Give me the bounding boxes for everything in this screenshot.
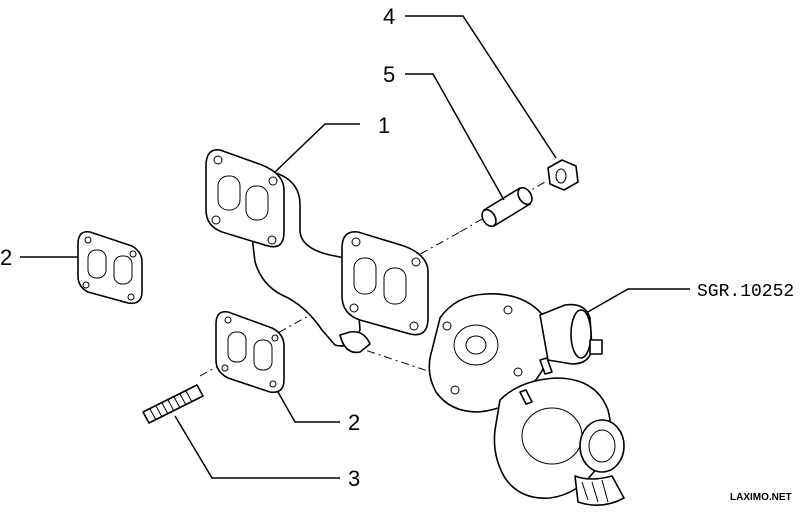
- stud: [142, 384, 204, 424]
- callout-2-left: 2: [0, 245, 12, 270]
- leader-lines: [20, 15, 690, 479]
- nut: [547, 159, 579, 191]
- callout-1: 1: [378, 113, 390, 138]
- callout-4: 4: [383, 4, 395, 29]
- gasket-left-upper: [77, 230, 143, 305]
- spacer-sleeve: [481, 186, 533, 228]
- reference-code-label: SGR.10252: [697, 282, 794, 302]
- callout-2-lower: 2: [348, 410, 360, 435]
- gasket-center-lower: [215, 310, 285, 394]
- exhaust-manifold: [205, 149, 429, 354]
- callout-5: 5: [383, 62, 395, 87]
- turbocharger: [428, 293, 625, 506]
- callout-3: 3: [348, 466, 360, 491]
- watermark: LAXIMO.NET: [730, 492, 792, 503]
